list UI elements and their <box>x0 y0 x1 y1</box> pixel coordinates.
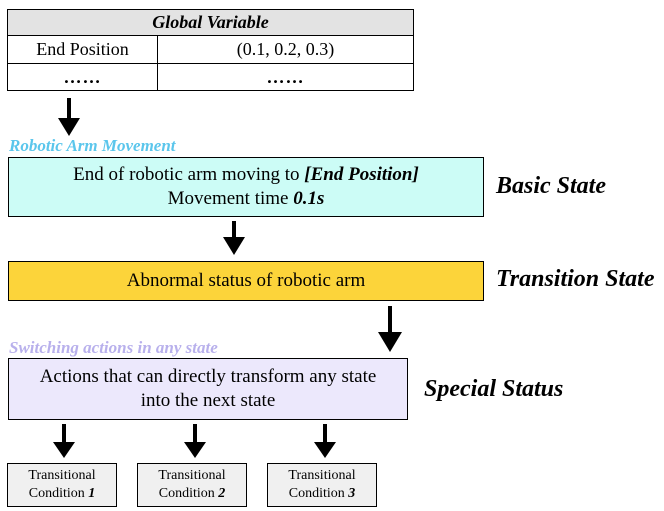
down-arrow-icon <box>314 424 336 458</box>
condition-label: Transitional <box>28 468 96 483</box>
transitional-condition-box: Transitional Condition 2 <box>137 463 247 507</box>
condition-number: 2 <box>218 486 226 501</box>
down-arrow-icon <box>53 424 75 458</box>
condition-number: 3 <box>348 486 356 501</box>
table-cell-name: …… <box>8 64 158 90</box>
special-status-label: Special Status <box>424 376 564 402</box>
transition-text: Abnormal status of robotic arm <box>126 270 366 291</box>
down-arrow-icon <box>58 98 80 136</box>
basic-state-box: End of robotic arm moving to [End Positi… <box>8 157 484 217</box>
transition-state-box: Abnormal status of robotic arm <box>8 261 484 301</box>
special-line-2: into the next state <box>140 390 276 411</box>
condition-line: Condition 1 <box>29 485 96 503</box>
basic-line-2: Movement time 0.1s <box>168 187 325 211</box>
down-arrow-icon <box>378 306 402 352</box>
special-line-1: Actions that can directly transform any … <box>39 366 377 387</box>
table-cell-name: End Position <box>8 36 158 64</box>
basic-line-1-text: End of robotic arm moving to <box>73 164 305 185</box>
table-title: Global Variable <box>8 10 413 36</box>
basic-state-label: Basic State <box>496 173 607 199</box>
transitional-condition-box: Transitional Condition 1 <box>7 463 117 507</box>
special-status-box: Actions that can directly transform any … <box>8 358 408 420</box>
basic-line-2-text: Movement time <box>167 188 294 209</box>
condition-prefix: Condition <box>288 486 349 501</box>
transition-state-label: Transition State <box>496 266 655 292</box>
special-caption: Switching actions in any state <box>9 338 218 357</box>
down-arrow-icon <box>223 221 245 255</box>
down-arrow-icon <box>184 424 206 458</box>
condition-label: Transitional <box>158 468 226 483</box>
basic-caption: Robotic Arm Movement <box>9 136 176 155</box>
condition-number: 1 <box>88 486 96 501</box>
condition-line: Condition 2 <box>159 485 226 503</box>
movement-time-value: 0.1s <box>293 188 325 209</box>
transitional-condition-box: Transitional Condition 3 <box>267 463 377 507</box>
condition-prefix: Condition <box>158 486 219 501</box>
condition-line: Condition 3 <box>289 485 356 503</box>
condition-label: Transitional <box>288 468 356 483</box>
table-cell-value: (0.1, 0.2, 0.3) <box>158 36 413 64</box>
global-variable-table: Global Variable End Position (0.1, 0.2, … <box>7 9 414 91</box>
end-position-ref: [End Position] <box>304 164 419 185</box>
table-cell-value: …… <box>266 66 305 87</box>
basic-line-1: End of robotic arm moving to [End Positi… <box>73 163 419 187</box>
condition-prefix: Condition <box>28 486 89 501</box>
